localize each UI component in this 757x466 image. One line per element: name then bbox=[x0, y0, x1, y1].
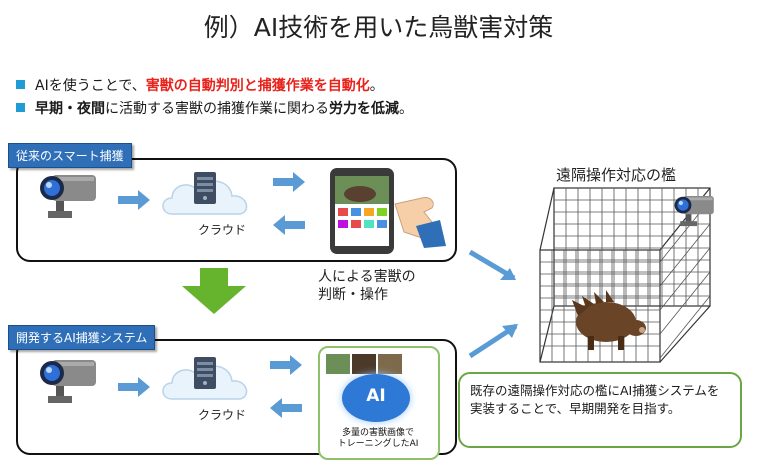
ai-label: AI bbox=[366, 386, 386, 406]
bullet-2-end: 。 bbox=[399, 101, 413, 117]
training-image-thumbnail bbox=[378, 354, 402, 374]
ai-brain-icon bbox=[342, 374, 410, 422]
ai-model-box: AI 多量の害獣画像で トレーニングしたAI bbox=[318, 346, 440, 460]
bullet-1: AIを使うことで、害獣の自動判別と捕獲作業を自動化。 bbox=[16, 77, 384, 95]
camera-icon bbox=[40, 360, 96, 403]
arrow-left-icon bbox=[273, 215, 305, 235]
smartphone-icon bbox=[330, 168, 394, 254]
page-title: 例）AI技術を用いた鳥獣害対策 bbox=[203, 13, 554, 42]
hand-pointer-icon bbox=[394, 197, 446, 248]
human-caption-line-2: 判断・操作 bbox=[318, 287, 388, 303]
human-judgment-caption: 人による害獣の 判断・操作 bbox=[318, 268, 416, 304]
training-image-thumbnail bbox=[326, 354, 350, 374]
bullet-square-icon bbox=[16, 103, 25, 112]
traditional-system-tag: 従来のスマート捕獲 bbox=[8, 143, 132, 168]
bullet-2: 早期・夜間に活動する害獣の捕獲作業に関わる労力を低減。 bbox=[16, 100, 413, 118]
down-arrow-icon bbox=[182, 268, 246, 314]
human-caption-line-1: 人による害獣の bbox=[318, 269, 416, 285]
cage-camera-icon bbox=[674, 196, 714, 227]
ai-caption-line-2: トレーニングしたAI bbox=[337, 439, 419, 449]
cloud-server-icon bbox=[162, 356, 248, 400]
arrow-left-icon bbox=[270, 398, 302, 418]
arrow-right-icon bbox=[270, 355, 302, 375]
boar-icon bbox=[572, 290, 646, 350]
bullet-2-bold-2: 労力を低減 bbox=[329, 101, 399, 117]
cage-label: 遠隔操作対応の檻 bbox=[556, 166, 677, 184]
ai-caption-line-1: 多量の害獣画像で bbox=[341, 428, 414, 438]
arrow-right-icon bbox=[118, 377, 150, 397]
training-image-thumbnail bbox=[352, 354, 376, 374]
bullet-1-text: AIを使うことで、 bbox=[35, 78, 146, 94]
ai-system-tag: 開発するAI捕獲システム bbox=[8, 325, 156, 350]
ai-caption: 多量の害獣画像で トレーニングしたAI bbox=[322, 428, 434, 450]
bullet-2-bold-1: 早期・夜間 bbox=[35, 101, 105, 117]
bullet-1-emphasis: 害獣の自動判別と捕獲作業を自動化 bbox=[145, 78, 370, 94]
bullet-1-end: 。 bbox=[369, 78, 384, 94]
cloud-label: クラウド bbox=[197, 223, 246, 237]
bullet-square-icon bbox=[16, 80, 25, 89]
camera-icon bbox=[40, 175, 96, 218]
cloud-server-icon bbox=[162, 171, 248, 215]
cloud-label: クラウド bbox=[197, 408, 246, 422]
arrow-right-icon bbox=[118, 190, 150, 210]
bullet-2-text: に活動する害獣の捕獲作業に関わる bbox=[105, 101, 329, 117]
arrow-right-icon bbox=[273, 172, 305, 192]
development-note-box: 既存の遠隔操作対応の檻にAI捕獲システムを実装することで、早期開発を目指す。 bbox=[458, 372, 742, 448]
